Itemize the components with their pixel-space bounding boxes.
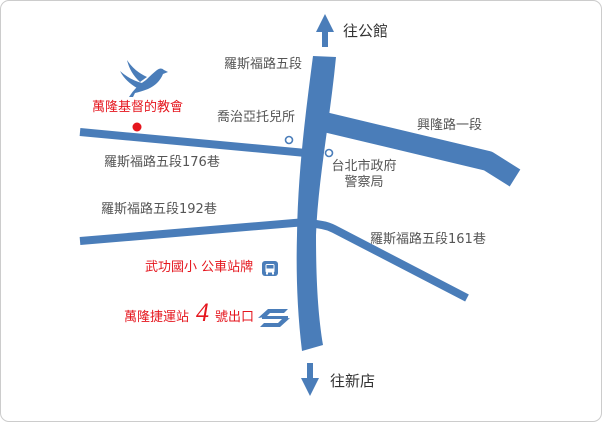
- bus-stop-label: 武功國小 公車站牌: [145, 260, 254, 275]
- arrow-down-icon: [301, 363, 319, 396]
- direction-south-label: 往新店: [330, 372, 376, 390]
- road-roosevelt-main: [296, 56, 336, 351]
- lane-192-label: 羅斯福路五段192巷: [101, 202, 217, 217]
- mrt-logo-icon: [258, 309, 290, 327]
- lane-176: [79, 128, 307, 157]
- dove-icon: [120, 60, 168, 97]
- police-label-line1: 台北市政府: [331, 159, 397, 174]
- road-xinglong: [313, 110, 521, 187]
- lane-176-label: 羅斯福路五段176巷: [104, 155, 220, 170]
- mrt-exit-number: 4: [196, 298, 210, 327]
- police-label-line2: 警察局: [344, 175, 384, 190]
- kindergarten-marker: [284, 135, 294, 145]
- mrt-exit-suffix: 號出口: [215, 310, 255, 325]
- road-xinglong-label: 興隆路一段: [417, 118, 483, 133]
- lane-161: [303, 218, 469, 302]
- kindergarten-label: 喬治亞托兒所: [217, 110, 296, 125]
- police-marker: [324, 148, 334, 158]
- road-main-label: 羅斯福路五段: [224, 57, 303, 72]
- direction-north-label: 往公館: [343, 22, 389, 40]
- mrt-exit-label: 萬隆捷運站 4 號出口: [124, 299, 254, 327]
- lane-192: [79, 218, 307, 245]
- lane-161-label: 羅斯福路五段161巷: [370, 232, 486, 247]
- church-label: 萬隆基督的教會: [92, 100, 184, 115]
- bus-icon: [262, 261, 278, 276]
- police-label: 台北市政府 警察局: [325, 159, 403, 191]
- mrt-station-name: 萬隆捷運站: [124, 310, 190, 325]
- church-marker: [132, 122, 142, 132]
- arrow-up-icon: [316, 14, 334, 47]
